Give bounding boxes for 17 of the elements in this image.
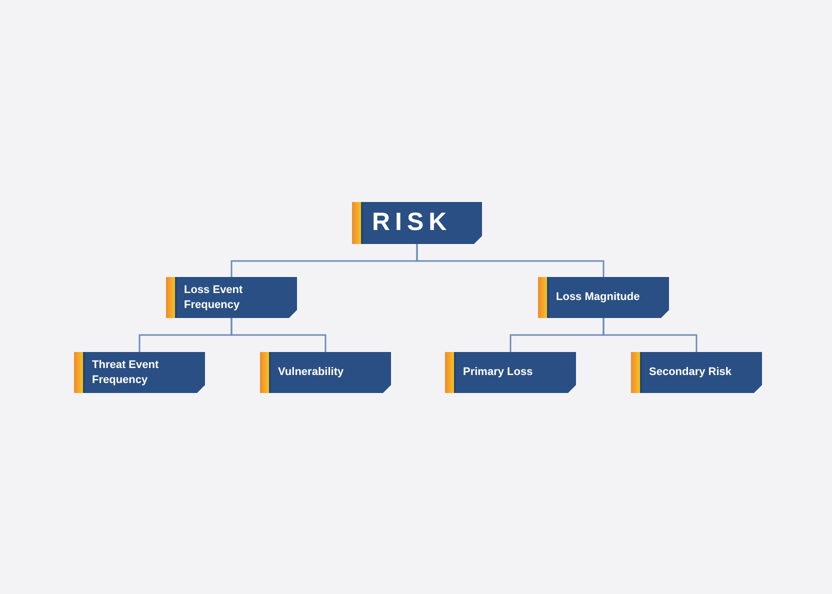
connector-line — [602, 318, 698, 352]
tree-box — [352, 202, 482, 244]
tree-box — [166, 277, 297, 318]
tree-box — [445, 352, 576, 393]
box-label: RISK — [372, 207, 452, 238]
tree-box — [260, 352, 391, 393]
tree-box — [631, 352, 762, 393]
box-label: Loss Magnitude — [556, 290, 640, 305]
tree-box — [538, 277, 669, 318]
box-label: Loss Event Frequency — [184, 282, 244, 312]
box-label: Threat Event Frequency — [92, 358, 160, 388]
tree-box — [74, 352, 205, 393]
box-label: Secondary Risk — [649, 365, 732, 380]
box-label: Vulnerability — [278, 365, 344, 380]
connector-line — [230, 318, 326, 352]
box-label: Primary Loss — [463, 365, 533, 380]
connector-line — [416, 244, 604, 277]
